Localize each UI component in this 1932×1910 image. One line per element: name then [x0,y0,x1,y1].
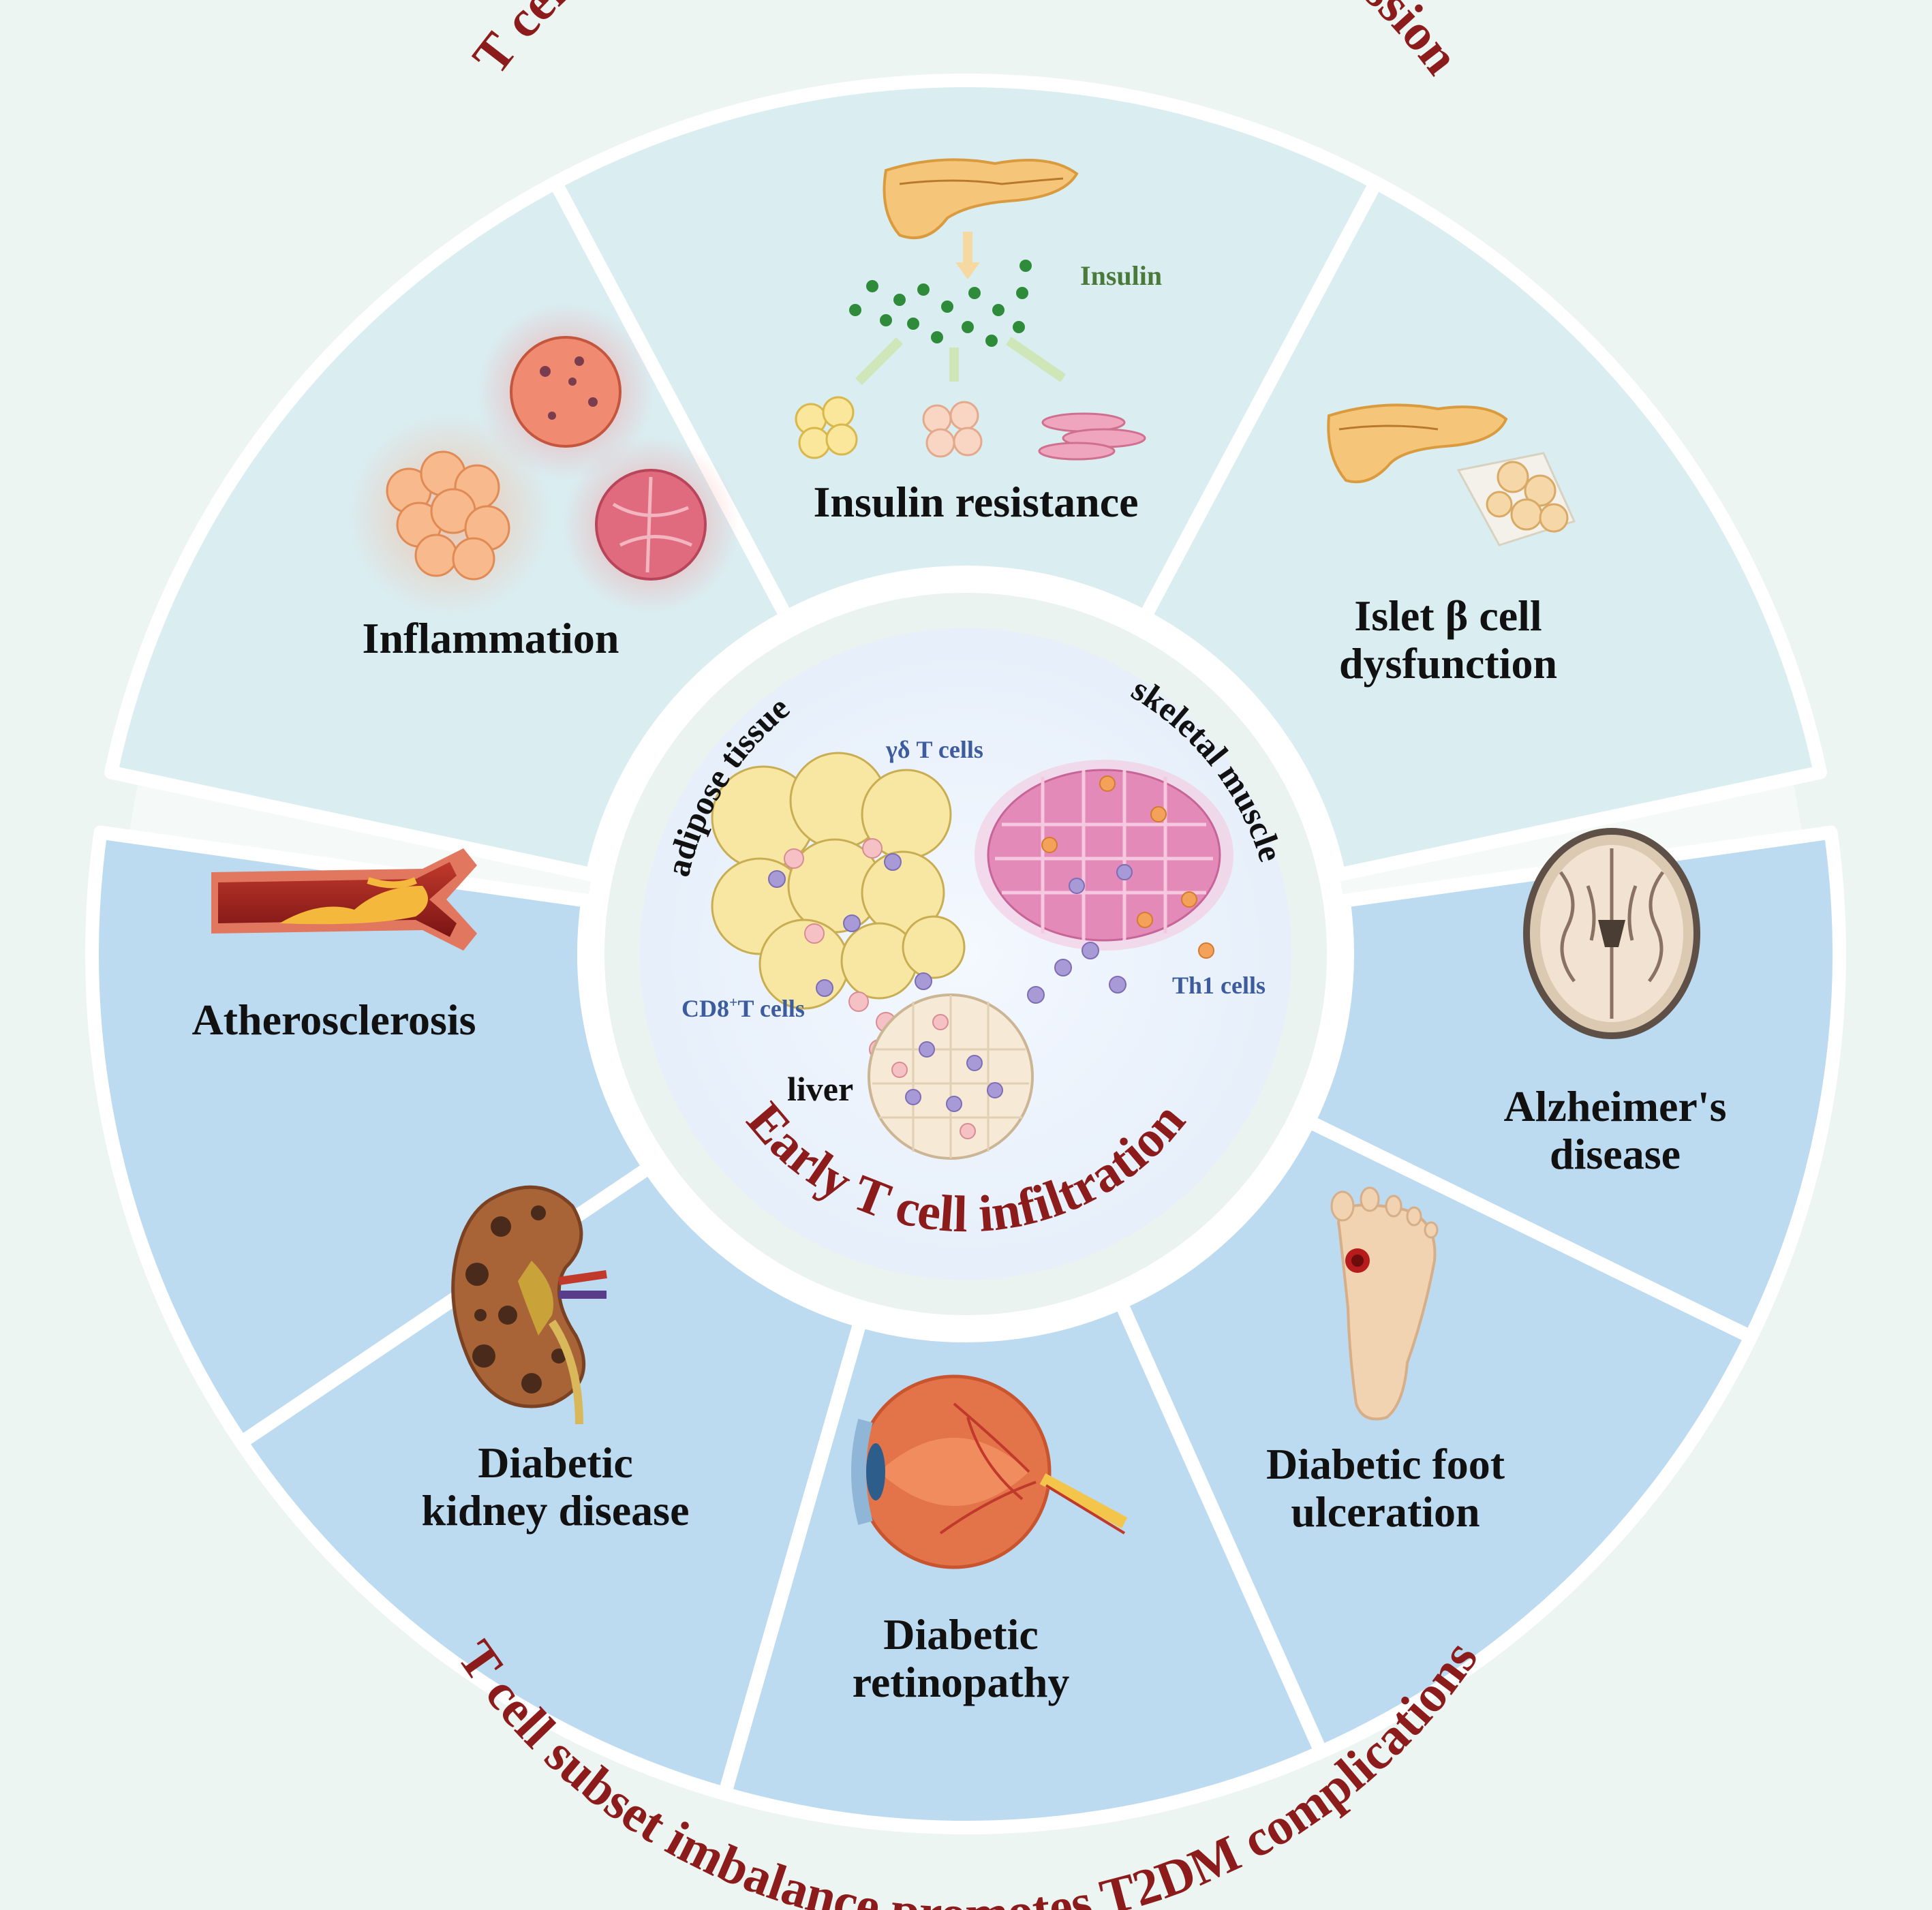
liver-label: liver [787,1070,853,1108]
gd-t-cells-label: γδ T cells [885,736,983,763]
th1-cells-label: Th1 cells [1172,972,1266,999]
islet-label-line2: dysfunction [1339,639,1557,688]
artery-illustration [211,848,477,951]
kidney-illustration [451,1185,607,1425]
cd8-t-cells-label: CD8+T cells [681,993,805,1022]
insulin-resistance-illustration [795,158,1146,461]
islet-illustration [1327,403,1576,546]
islet-label-line1: Islet β cell [1354,591,1542,640]
retinopathy-label-line2: retinopathy [853,1658,1070,1706]
liver-illustration [868,993,1034,1160]
insulin-resistance-label: Insulin resistance [813,478,1138,526]
kidney-label-line2: kidney disease [422,1486,690,1535]
atherosclerosis-label: Atherosclerosis [191,996,476,1044]
top-arc-title: T cell subset imbalance drives T2DM prog… [461,0,1470,84]
inflammation-illustration [348,303,739,617]
adipose-tissue-illustration [711,752,966,1060]
brain-illustration [1523,828,1700,1039]
alzheimers-label-line2: disease [1550,1130,1681,1178]
skeletal-muscle-illustration [975,760,1233,1004]
eye-illustration [851,1374,1128,1569]
foot-label-line1: Diabetic foot [1266,1440,1505,1488]
retinopathy-label-line1: Diabetic [883,1610,1039,1659]
insulin-label: Insulin [1080,260,1162,291]
foot-label-line2: ulceration [1291,1488,1479,1536]
foot-illustration [1330,1186,1439,1421]
alzheimers-label-line1: Alzheimer's [1504,1082,1727,1130]
kidney-label-line1: Diabetic [478,1438,633,1487]
inflammation-label: Inflammation [363,614,619,662]
